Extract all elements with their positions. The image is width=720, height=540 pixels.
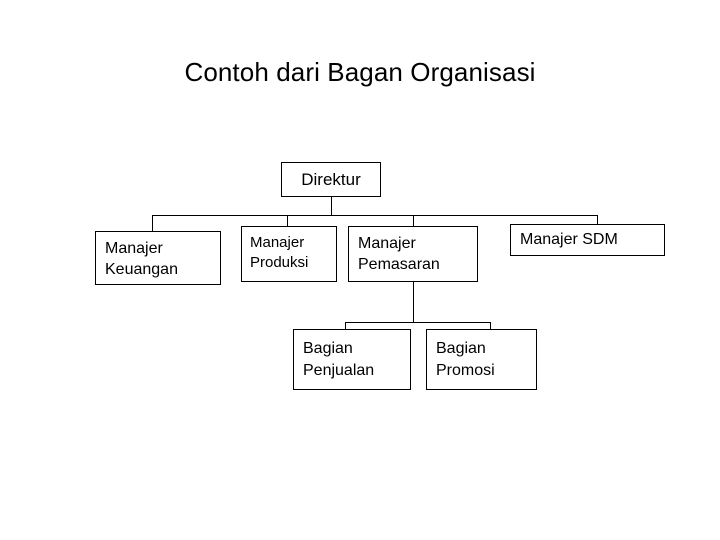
connector-level2-bus <box>152 215 598 216</box>
connector-pemasaran-stem <box>413 281 414 323</box>
org-node-direktur[interactable]: Direktur <box>281 162 381 197</box>
org-node-label: Direktur <box>301 170 361 189</box>
connector-to-bagian-promosi <box>490 322 491 330</box>
connector-to-manajer-pemasaran <box>413 215 414 227</box>
page-title: Contoh dari Bagan Organisasi <box>184 57 536 87</box>
connector-direktur-stem <box>331 196 332 216</box>
org-node-label: Bagian Penjualan <box>303 340 375 379</box>
org-node-manajer-produksi[interactable]: Manajer Produksi <box>241 226 337 282</box>
connector-to-bagian-penjualan <box>345 322 346 330</box>
org-node-label: Manajer Keuangan <box>105 240 178 278</box>
org-node-manajer-keuangan[interactable]: Manajer Keuangan <box>95 231 221 285</box>
connector-level3-bus <box>345 322 491 323</box>
connector-to-manajer-keuangan <box>152 215 153 232</box>
org-node-label: Manajer SDM <box>520 231 618 248</box>
org-node-manajer-pemasaran[interactable]: Manajer Pemasaran <box>348 226 478 282</box>
org-node-bagian-penjualan[interactable]: Bagian Penjualan <box>293 329 411 390</box>
org-node-manajer-sdm[interactable]: Manajer SDM <box>510 224 665 256</box>
org-node-label: Manajer Pemasaran <box>358 235 440 273</box>
org-node-label: Manajer Produksi <box>250 234 309 271</box>
org-node-bagian-promosi[interactable]: Bagian Promosi <box>426 329 537 390</box>
org-node-label: Bagian Promosi <box>436 340 495 379</box>
connector-to-manajer-produksi <box>287 215 288 227</box>
connector-to-manajer-sdm <box>597 215 598 225</box>
